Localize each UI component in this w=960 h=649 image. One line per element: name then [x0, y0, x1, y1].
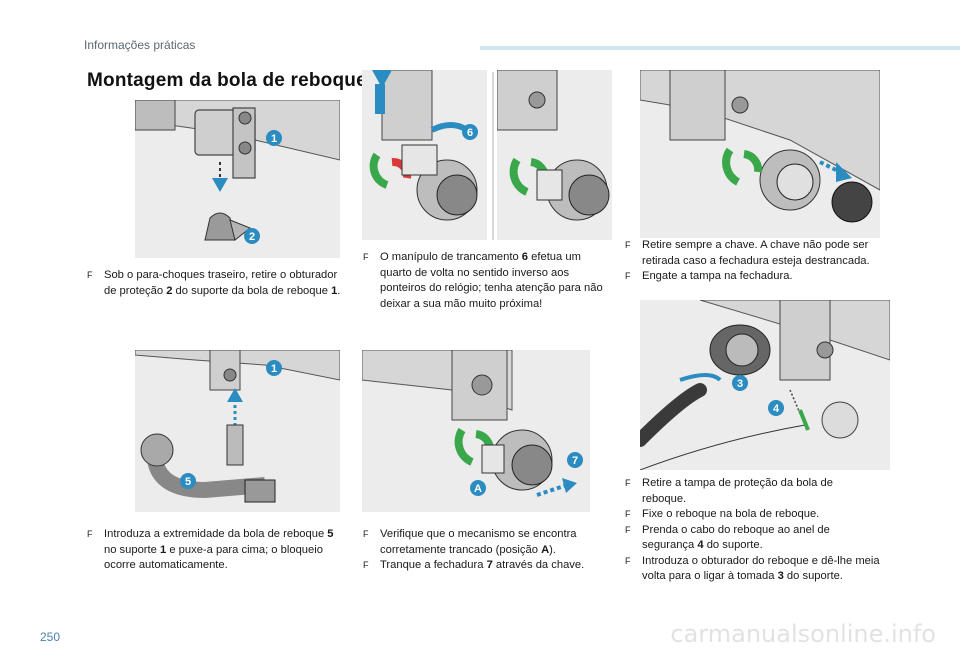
instruction-item: F Introduza o obturador do reboque e dê-…	[625, 554, 880, 583]
instruction-item: F Retire a tampa de proteção da bola de …	[625, 477, 833, 505]
callout-7: 7	[567, 452, 583, 473]
bullet-marker: F	[625, 509, 631, 519]
instruction-item: F Introduza a extremidade da bola de reb…	[87, 528, 334, 571]
instruction-block-5: F Verifique que o mecanismo se encontra …	[363, 527, 608, 574]
figure-divider	[492, 72, 494, 240]
bullet-marker: F	[625, 271, 631, 281]
callout-1-fig1: 1	[266, 130, 282, 151]
instruction-item: F O manípulo de trancamento 6 efetua um …	[363, 251, 603, 310]
section-label: Informações práticas	[84, 38, 196, 52]
svg-text:1: 1	[271, 363, 277, 375]
instruction-block-2: F O manípulo de trancamento 6 efetua um …	[363, 250, 608, 312]
svg-text:1: 1	[271, 133, 277, 145]
instruction-item: F Sob o para-choques traseiro, retire o …	[87, 269, 341, 297]
instruction-block-1: F Sob o para-choques traseiro, retire o …	[87, 268, 342, 299]
bullet-marker: F	[625, 555, 631, 566]
figure-locked-knob	[497, 70, 612, 240]
bullet-marker: F	[625, 240, 631, 250]
instruction-block-4: F Introduza a extremidade da bola de reb…	[87, 527, 342, 574]
callout-3: 3	[732, 375, 748, 396]
svg-text:3: 3	[737, 378, 743, 390]
callout-6: 6	[462, 124, 478, 145]
callout-4: 4	[768, 400, 784, 421]
bullet-marker: F	[625, 524, 631, 535]
figure-trailer-socket	[640, 300, 890, 470]
instruction-item: F Retire sempre a chave. A chave não pod…	[625, 239, 870, 267]
instruction-block-6: F Retire a tampa de proteção da bola de …	[625, 476, 880, 585]
page-title: Montagem da bola de reboque	[87, 70, 367, 91]
svg-text:A: A	[474, 483, 482, 495]
svg-text:7: 7	[572, 455, 578, 467]
figure-insert-ball	[135, 350, 340, 512]
svg-text:2: 2	[249, 231, 255, 243]
figure-handle-turn	[362, 70, 487, 240]
svg-text:5: 5	[185, 476, 191, 488]
svg-text:4: 4	[773, 403, 780, 415]
bullet-marker: F	[363, 529, 369, 539]
figure-remove-cap	[135, 100, 340, 258]
instruction-item: F Verifique que o mecanismo se encontra …	[363, 528, 577, 556]
instruction-block-3: F Retire sempre a chave. A chave não pod…	[625, 238, 880, 285]
bullet-marker: F	[87, 529, 93, 539]
bullet-marker: F	[87, 270, 93, 280]
instruction-item: F Tranque a fechadura 7 através da chave…	[363, 558, 608, 574]
header-rule	[480, 46, 960, 50]
figure-cap-lock	[640, 70, 880, 238]
page-number: 250	[40, 630, 61, 644]
callout-5: 5	[180, 473, 196, 494]
callout-a: A	[470, 480, 486, 501]
callout-1-fig6: 1	[266, 360, 282, 381]
svg-text:6: 6	[467, 127, 473, 139]
bullet-marker: F	[363, 252, 369, 262]
instruction-item: F Fixe o reboque na bola de reboque.	[625, 507, 880, 523]
bullet-marker: F	[625, 478, 631, 488]
instruction-item: F Engate a tampa na fechadura.	[625, 269, 880, 285]
instruction-item: F Prenda o cabo do reboque ao anel de se…	[625, 523, 830, 552]
watermark: carmanualsonline.info	[670, 620, 936, 648]
callout-2-fig1: 2	[244, 228, 260, 249]
bullet-marker: F	[363, 560, 369, 570]
